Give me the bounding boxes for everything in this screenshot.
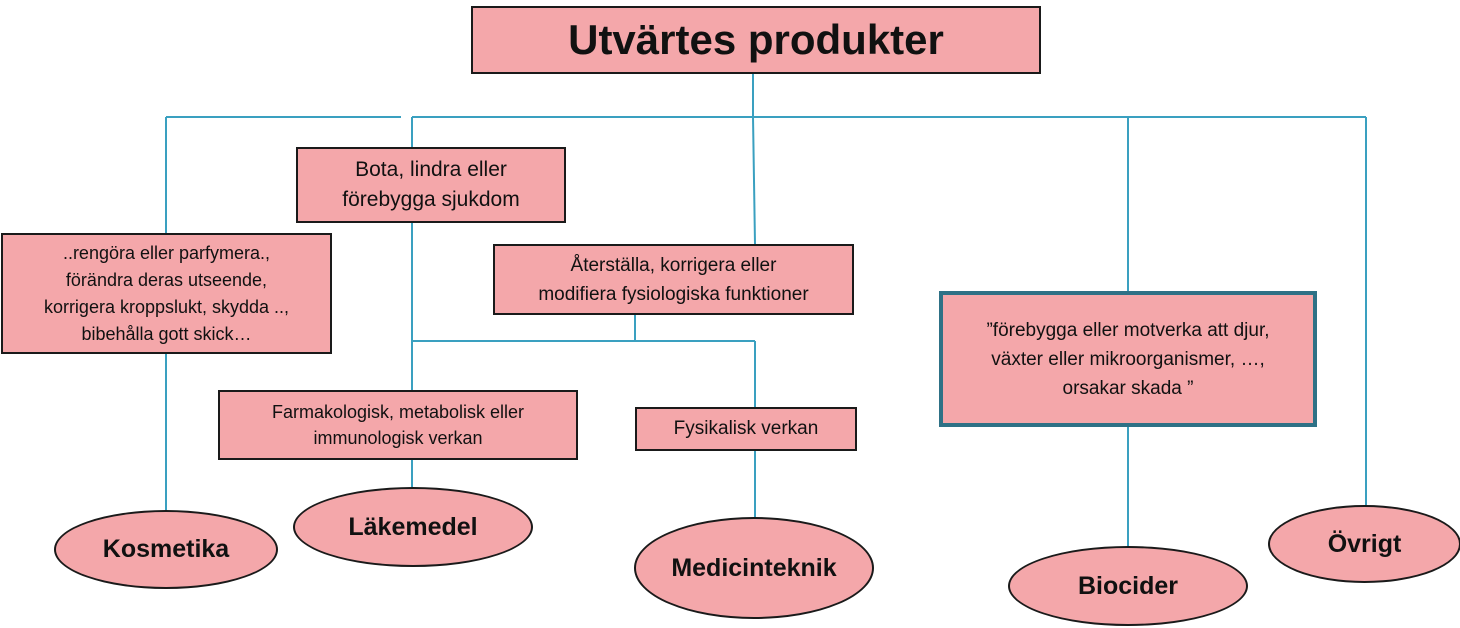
box-biocider-description: ”förebygga eller motverka att djur, växt… <box>939 291 1317 427</box>
connector-to-aterstalla <box>752 116 756 245</box>
category-kosmetika: Kosmetika <box>54 510 278 589</box>
box-farmakologisk: Farmakologisk, metabolisk eller immunolo… <box>218 390 578 460</box>
category-biocider: Biocider <box>1008 546 1248 626</box>
box-kosmetika-description: ..rengöra eller parfymera., förändra der… <box>1 233 332 354</box>
box-fysikalisk: Fysikalisk verkan <box>635 407 857 451</box>
category-lakemedel: Läkemedel <box>293 487 533 567</box>
diagram-title: Utvärtes produkter <box>471 6 1041 74</box>
category-medicinteknik: Medicinteknik <box>634 517 874 619</box>
box-aterstalla: Återställa, korrigera eller modifiera fy… <box>493 244 854 315</box>
category-ovrigt: Övrigt <box>1268 505 1460 583</box>
box-bota-lindra: Bota, lindra eller förebygga sjukdom <box>296 147 566 223</box>
